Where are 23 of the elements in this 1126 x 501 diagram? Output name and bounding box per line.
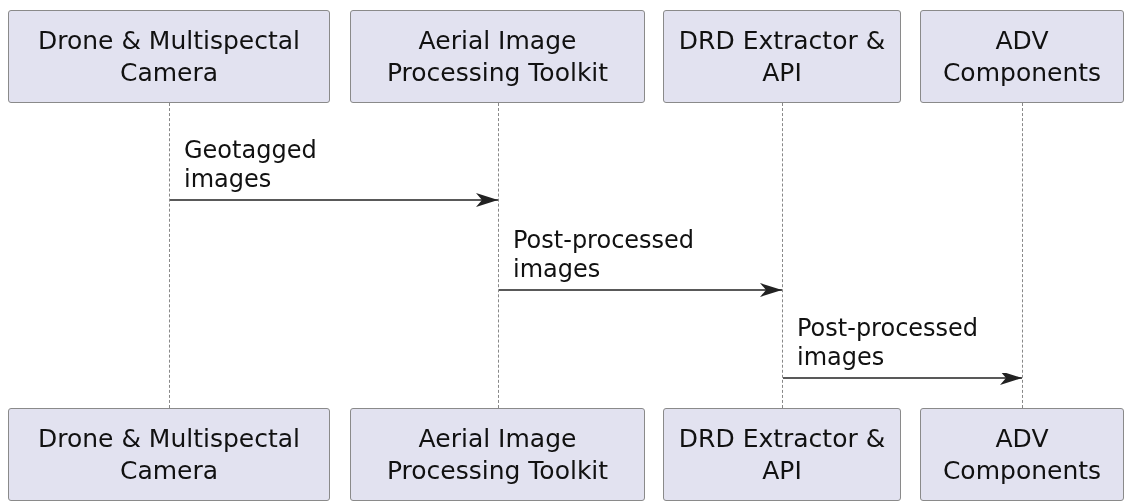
participant-name: ADV Components xyxy=(941,25,1103,88)
participant-name: Aerial Image Processing Toolkit xyxy=(385,25,610,88)
participant-box xyxy=(920,408,1124,501)
participant-name: Drone & Multispectal Camera xyxy=(36,25,302,88)
participant-name: ADV Components xyxy=(941,423,1103,486)
participant-box xyxy=(350,408,645,501)
participant-name: Drone & Multispectal Camera xyxy=(36,423,302,486)
participant-name: DRD Extractor & API xyxy=(677,25,887,88)
participant-box xyxy=(663,10,901,103)
participant-name: DRD Extractor & API xyxy=(677,423,887,486)
message-arrow xyxy=(782,371,1023,385)
participant-name: Aerial Image Processing Toolkit xyxy=(385,423,610,486)
participant-box xyxy=(350,10,645,103)
participant-box xyxy=(8,408,330,501)
lifeline xyxy=(782,103,784,408)
participant-box xyxy=(8,10,330,103)
participant-box xyxy=(920,10,1124,103)
lifeline xyxy=(498,103,500,408)
lifeline xyxy=(169,103,171,408)
message-arrow xyxy=(169,193,499,207)
message-arrow xyxy=(498,283,783,297)
lifeline xyxy=(1022,103,1024,408)
participant-box xyxy=(663,408,901,501)
